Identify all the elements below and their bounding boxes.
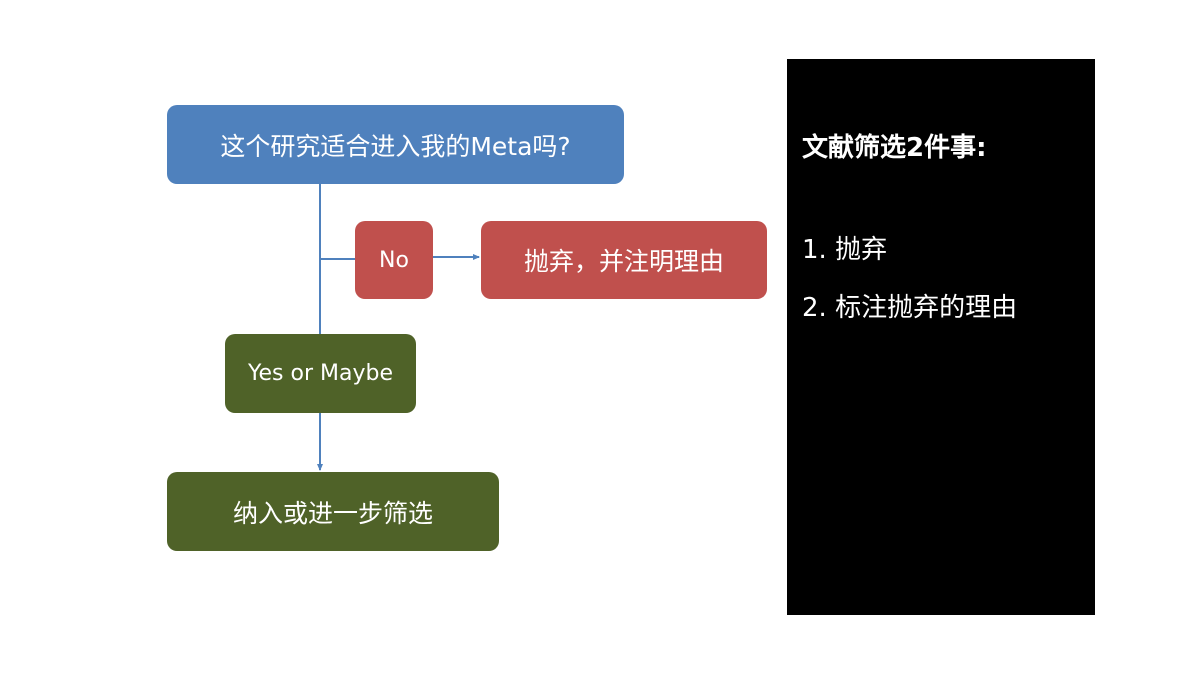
side-panel-item: 2. 标注抛弃的理由 bbox=[802, 293, 1018, 323]
question-text: 这个研究适合进入我的Meta吗? bbox=[220, 131, 571, 161]
yes-label: Yes or Maybe bbox=[248, 361, 393, 386]
discard-text: 抛弃，并注明理由 bbox=[523, 247, 724, 276]
side-panel: 文献筛选2件事: 1. 抛弃 2. 标注抛弃的理由 bbox=[787, 59, 1095, 615]
include-box: 纳入或进一步筛选 bbox=[167, 472, 499, 551]
question-box: 这个研究适合进入我的Meta吗? bbox=[167, 105, 624, 184]
discard-box: 抛弃，并注明理由 bbox=[481, 221, 767, 299]
side-panel-title: 文献筛选2件事: bbox=[802, 133, 987, 163]
no-box: No bbox=[355, 221, 433, 299]
yes-box: Yes or Maybe bbox=[225, 334, 416, 413]
no-label: No bbox=[379, 247, 409, 273]
side-panel-item: 1. 抛弃 bbox=[802, 235, 888, 265]
include-text: 纳入或进一步筛选 bbox=[232, 498, 433, 528]
